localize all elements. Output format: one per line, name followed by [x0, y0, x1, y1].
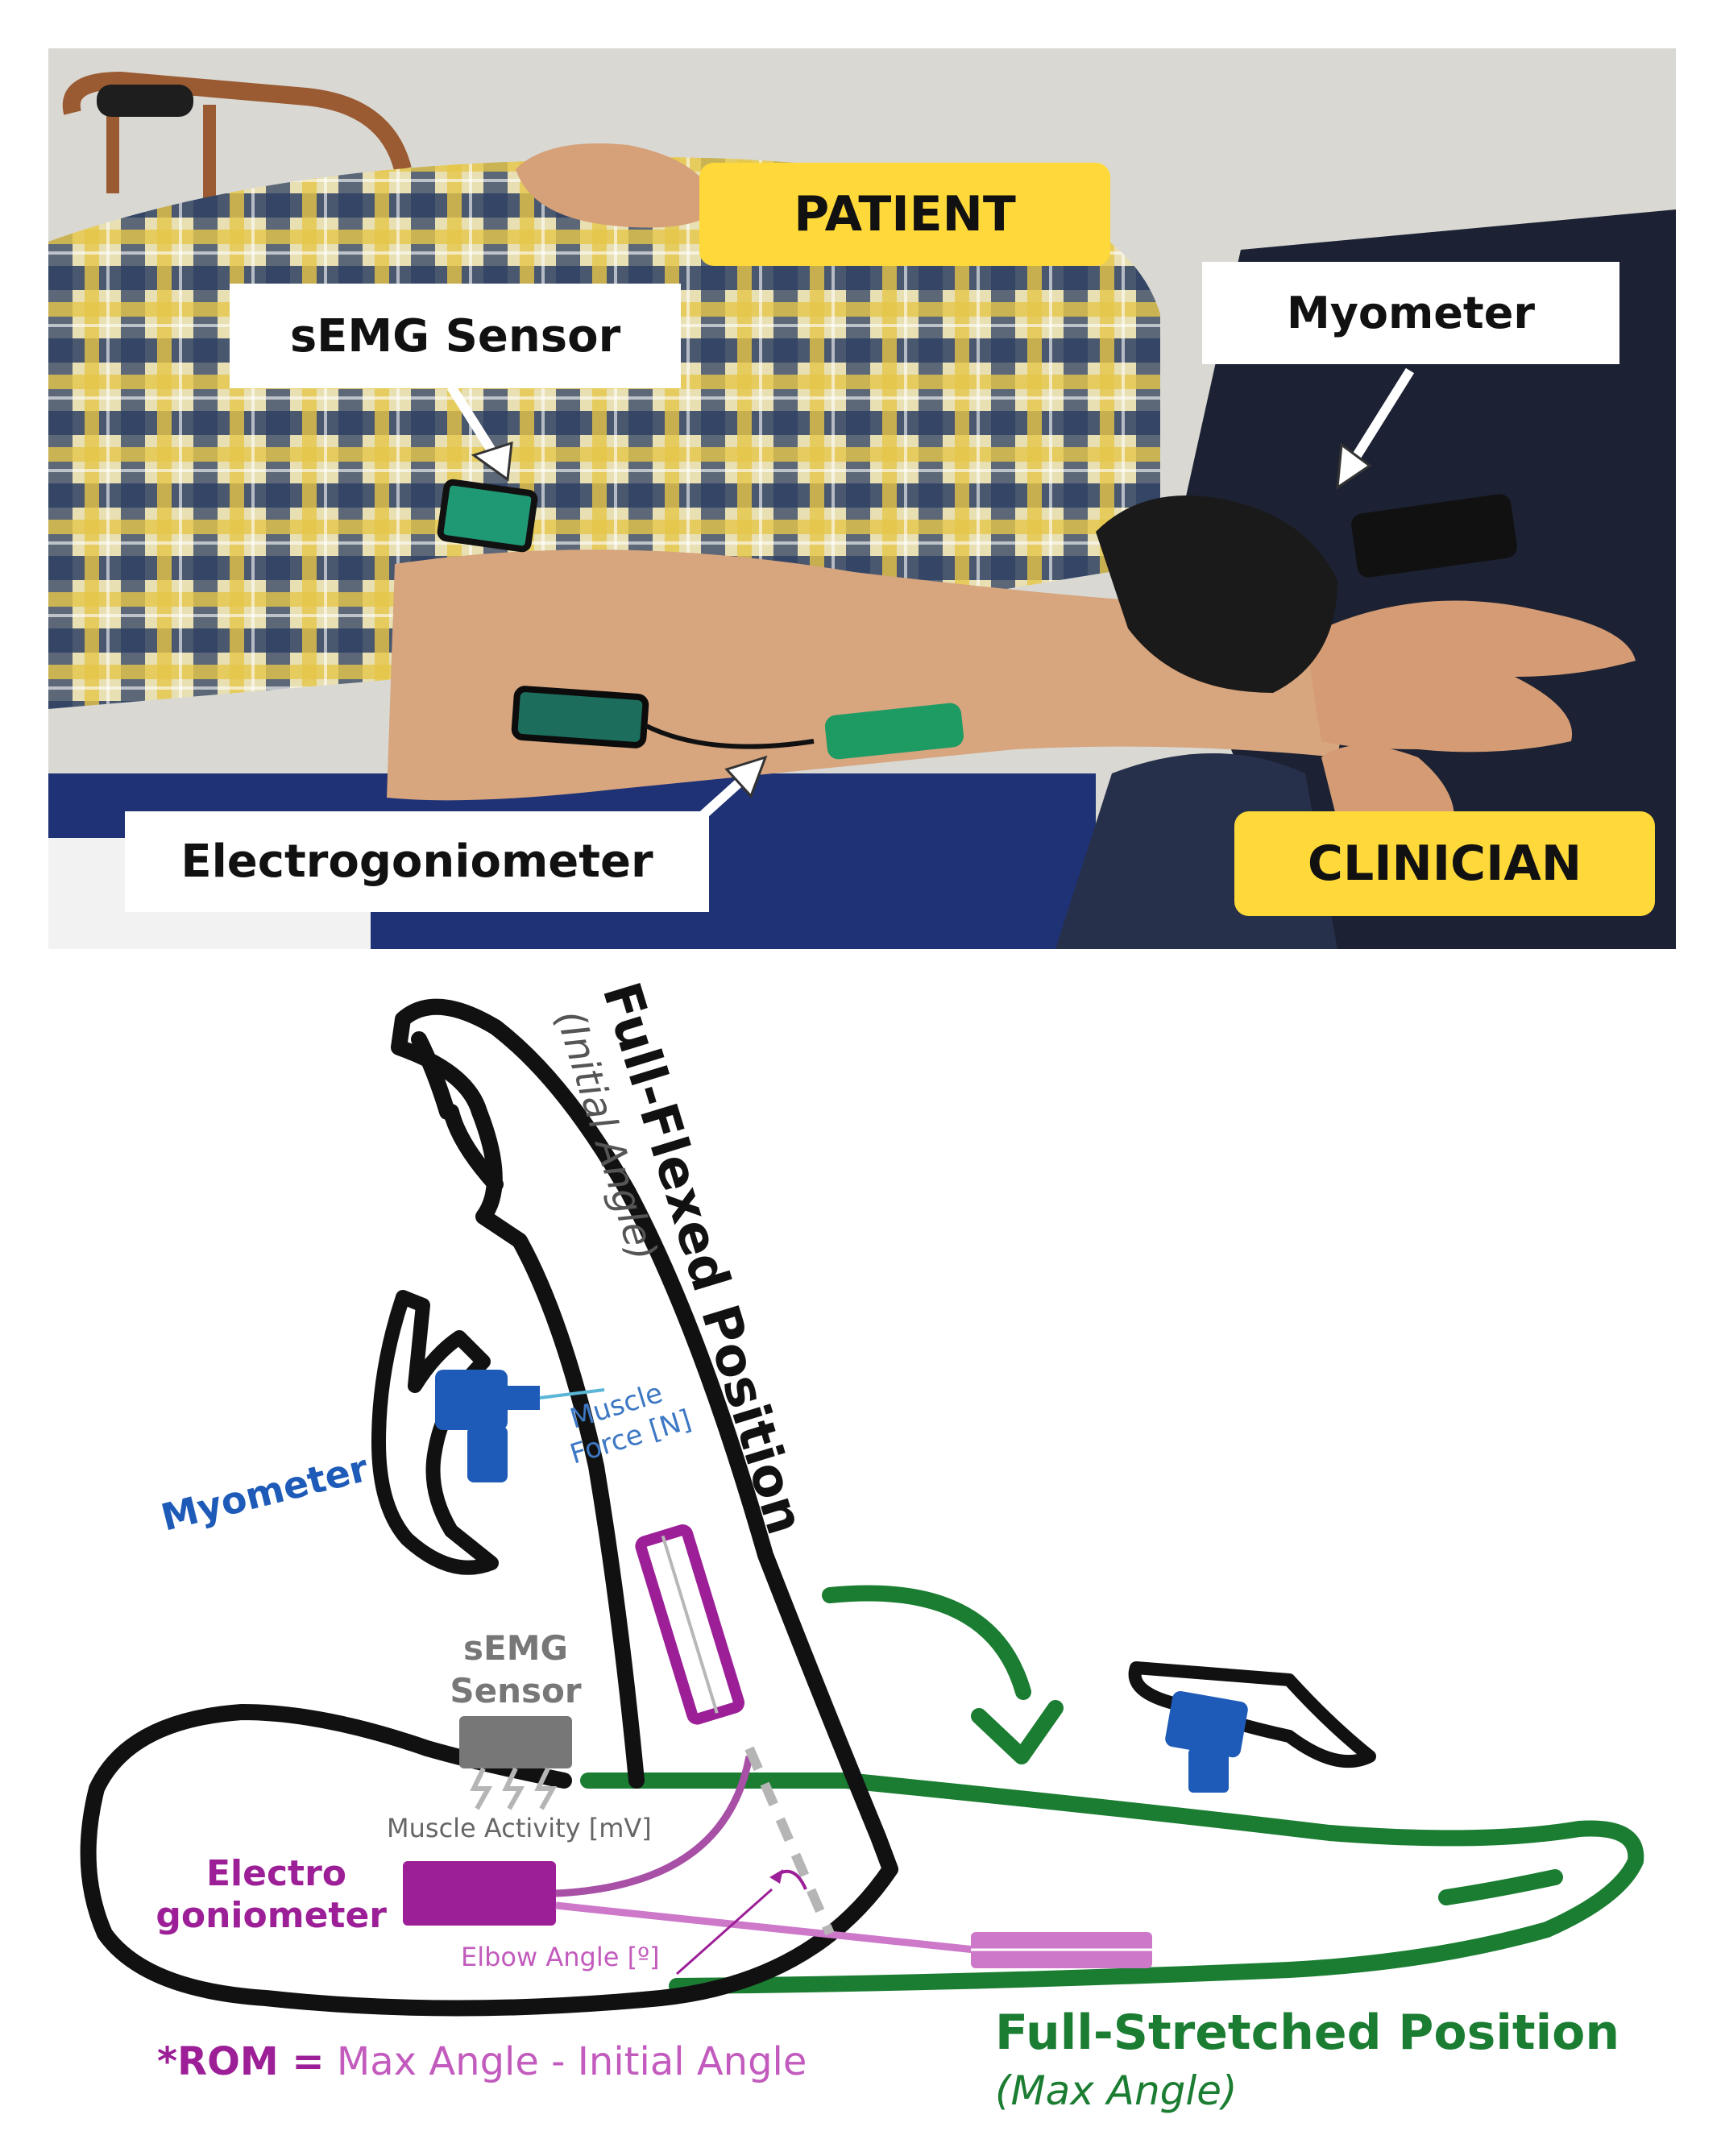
elbow-angle-pointer	[676, 1888, 773, 1976]
myometer-label: Myometer	[1202, 262, 1619, 364]
muscle-force-line	[539, 1388, 605, 1399]
rom-formula-bold: *ROM =	[157, 2039, 325, 2084]
muscle-activity-label: Muscle Activity [mV]	[387, 1813, 652, 1843]
electrogoniometer-label: Electrogoniometer	[125, 811, 709, 912]
electrogoniometer-diagram-label-2: goniometer	[156, 1895, 387, 1936]
electrogoniometer-cable-stretched	[555, 1901, 976, 1954]
semg-sensor-label: sEMG Sensor	[230, 284, 681, 388]
elbow-angle-label: Elbow Angle [º]	[461, 1942, 660, 1972]
flexed-axis-dashed	[744, 1746, 835, 1936]
stretched-arm-outline	[580, 1772, 1644, 1994]
electrogoniometer-diagram-label-1: Electro	[206, 1853, 346, 1894]
clinical-photo: PATIENT sEMG Sensor Myometer Electrogoni…	[48, 48, 1676, 949]
rotation-arrow	[822, 1585, 1031, 1700]
semg-diagram-label-1: sEMG	[463, 1628, 568, 1668]
full-stretched-subtitle: (Max Angle)	[995, 2067, 1238, 2114]
electrogoniometer-cable-flexed	[555, 1756, 753, 1897]
clinician-hand-lower	[1128, 1661, 1376, 1768]
patient-label: PATIENT	[699, 163, 1110, 266]
flexed-forearm-electrode	[635, 1524, 745, 1725]
rotation-arrowhead	[971, 1700, 1064, 1764]
rom-formula-text: Max Angle - Initial Angle	[325, 2039, 807, 2084]
full-stretched-title: Full-Stretched Position	[995, 2005, 1619, 2061]
semg-sensor-box	[459, 1716, 572, 1768]
clinician-label: CLINICIAN	[1234, 811, 1655, 916]
elbow-angle-arrowhead	[769, 1869, 783, 1884]
electrogoniometer-box	[403, 1861, 556, 1926]
rom-formula: *ROM = Max Angle - Initial Angle	[157, 2039, 807, 2084]
myometer-device-lower	[1165, 1690, 1248, 1793]
semg-diagram-label-2: Sensor	[450, 1671, 581, 1710]
myometer-device-upper	[435, 1370, 540, 1482]
muscle-activity-zigzags	[470, 1767, 558, 1810]
myometer-diagram-label: Myometer	[157, 1446, 373, 1540]
arm-rom-diagram: Full-Flexed Position (Initial Angle) Myo…	[80, 976, 1644, 2114]
flexed-arm-outline	[80, 998, 898, 2017]
clinician-hand-upper	[371, 1290, 499, 1575]
